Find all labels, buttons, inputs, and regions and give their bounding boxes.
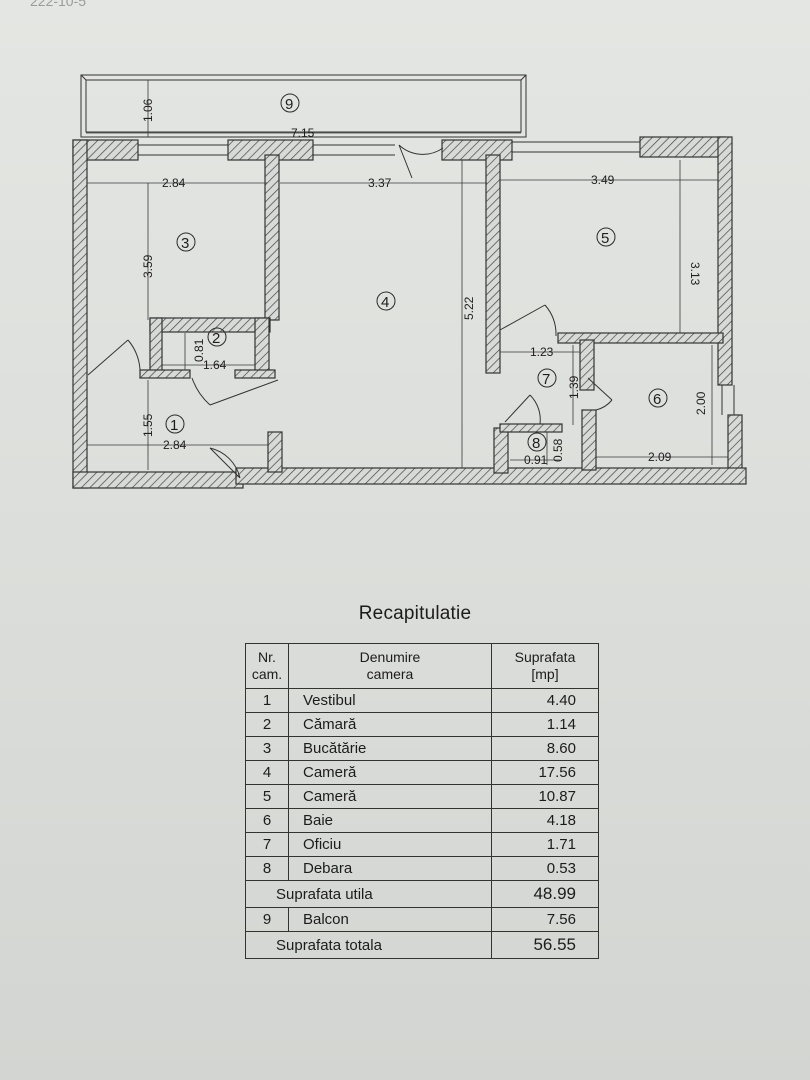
room-number-8: 8 (532, 435, 540, 452)
header-nr-line1: Nr. (258, 649, 276, 665)
row-area: 10.87 (491, 784, 599, 809)
floor-plan: 222-10-5 (30, 0, 747, 489)
dim-closet-width: 0.91 (524, 453, 548, 467)
row-nr: 2 (245, 712, 289, 737)
table-row: 2 Cămară 1.14 (245, 712, 599, 737)
table-row: 1 Vestibul 4.40 (245, 688, 599, 713)
row-area: 17.56 (491, 760, 599, 785)
dim-pantry-width: 1.64 (203, 358, 227, 372)
recap-table: Nr. cam. Denumire camera Suprafata [mp] … (245, 643, 599, 959)
row-name: Cameră (288, 784, 492, 809)
dim-total-width: 7.15 (291, 126, 315, 140)
header-nr: Nr. cam. (245, 643, 289, 689)
room-number-3: 3 (181, 235, 189, 252)
room-number-6: 6 (653, 391, 661, 408)
row-nr: 4 (245, 760, 289, 785)
row-name: Debara (288, 856, 492, 881)
row-name: Baie (288, 808, 492, 833)
row-nr: 6 (245, 808, 289, 833)
top-scribble: 222-10-5 (30, 0, 86, 9)
row-name: Cămară (288, 712, 492, 737)
row-name: Vestibul (288, 688, 492, 713)
row-name: Cameră (288, 760, 492, 785)
row-name: Balcon (288, 907, 492, 932)
row-area: 4.40 (491, 688, 599, 713)
dim-hall-depth: 1.55 (141, 413, 155, 437)
row-nr: 8 (245, 856, 289, 881)
useful-area-label: Suprafata utila (245, 880, 492, 908)
row-area: 4.18 (491, 808, 599, 833)
useful-area-row: Suprafata utila 48.99 (245, 880, 599, 908)
total-area-label: Suprafata totala (245, 931, 492, 959)
table-row: 6 Baie 4.18 (245, 808, 599, 833)
header-name-line1: Denumire (359, 649, 421, 665)
dim-hall-width: 2.84 (163, 438, 187, 452)
dim-room4-width: 3.37 (368, 176, 392, 190)
total-area-value: 56.55 (491, 931, 599, 959)
dim-closet-depth: 0.58 (551, 438, 565, 462)
row-area: 0.53 (491, 856, 599, 881)
table-row: 4 Cameră 17.56 (245, 760, 599, 785)
room-number-4: 4 (381, 294, 389, 311)
dim-office-width: 1.23 (530, 345, 554, 359)
header-area: Suprafata [mp] (491, 643, 599, 689)
table-row: 9 Balcon 7.56 (245, 907, 599, 932)
header-name: Denumire camera (288, 643, 492, 689)
header-name-line2: camera (366, 666, 414, 682)
dimension-labels: 1.06 7.15 2.84 3.59 3.37 5.22 3.49 3.13 … (141, 98, 708, 467)
table-row: 5 Cameră 10.87 (245, 784, 599, 809)
row-nr: 7 (245, 832, 289, 857)
room-number-2: 2 (212, 330, 220, 347)
dim-pantry-depth: 0.81 (192, 338, 206, 362)
total-area-row: Suprafata totala 56.55 (245, 931, 599, 959)
dim-room5-width: 3.49 (591, 173, 615, 187)
dim-room4-depth: 5.22 (462, 296, 476, 320)
header-area-line2: [mp] (531, 666, 559, 682)
row-nr: 3 (245, 736, 289, 761)
dimension-lines (86, 80, 728, 470)
row-nr: 1 (245, 688, 289, 713)
row-nr: 9 (245, 907, 289, 932)
dim-office-depth: 1.39 (567, 375, 581, 399)
row-nr: 5 (245, 784, 289, 809)
dim-kitchen-depth: 3.59 (141, 254, 155, 278)
recap-header-row: Nr. cam. Denumire camera Suprafata [mp] (245, 643, 599, 689)
doors (87, 144, 613, 479)
row-area: 1.14 (491, 712, 599, 737)
row-area: 8.60 (491, 736, 599, 761)
balcony (80, 74, 527, 138)
dim-balcony-depth: 1.06 (141, 98, 155, 122)
dim-bath-width: 2.09 (648, 450, 672, 464)
dim-kitchen-width: 2.84 (162, 176, 186, 190)
header-nr-line2: cam. (251, 666, 283, 682)
room-number-1: 1 (170, 417, 178, 434)
table-row: 8 Debara 0.53 (245, 856, 599, 881)
walls (72, 136, 747, 489)
table-row: 7 Oficiu 1.71 (245, 832, 599, 857)
header-area-line1: Suprafata (514, 649, 576, 665)
row-area: 1.71 (491, 832, 599, 857)
table-row: 3 Bucătărie 8.60 (245, 736, 599, 761)
room-number-7: 7 (542, 371, 550, 388)
row-name: Oficiu (288, 832, 492, 857)
room-number-5: 5 (601, 230, 609, 247)
dim-room5-depth: 3.13 (688, 262, 702, 286)
dim-bath-depth: 2.00 (694, 391, 708, 415)
row-area: 7.56 (491, 907, 599, 932)
useful-area-value: 48.99 (491, 880, 599, 908)
row-name: Bucătărie (288, 736, 492, 761)
recap-title: Recapitulatie (358, 603, 472, 624)
room-numbers: 1 2 3 4 5 6 7 8 9 (165, 93, 668, 452)
room-number-9: 9 (285, 96, 293, 113)
